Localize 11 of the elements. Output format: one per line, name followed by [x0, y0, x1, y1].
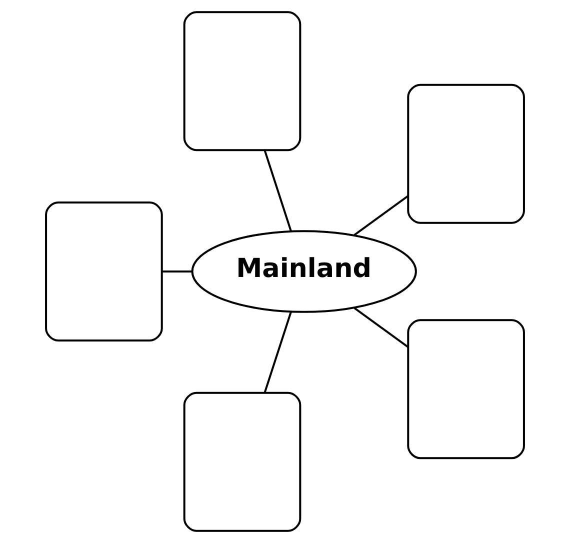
node-box: [406, 84, 524, 224]
connector: [353, 307, 408, 348]
connector: [161, 270, 192, 273]
node-ellipse: Mainland: [190, 230, 416, 313]
node-box: [44, 202, 162, 342]
node-box: [182, 11, 301, 152]
connector: [353, 195, 408, 236]
connector: [263, 150, 292, 232]
node-box: [406, 319, 524, 460]
node-box: [182, 392, 301, 532]
connector: [263, 312, 292, 394]
